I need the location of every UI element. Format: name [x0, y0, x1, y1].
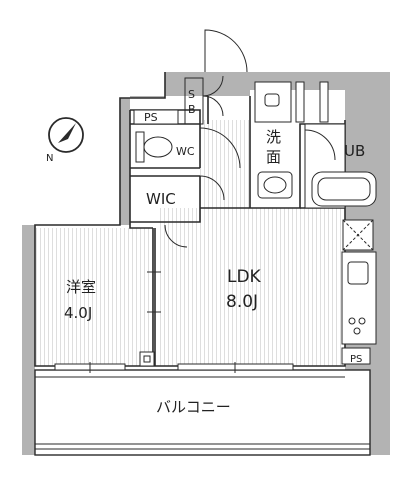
washroom-fixtures [254, 81, 329, 199]
ps-kitchen-label: PS [350, 354, 362, 365]
ldk-name: LDK [227, 267, 262, 287]
balcony-sliding-doors [54, 362, 294, 373]
ub-label: UB [344, 142, 365, 160]
toilet [135, 127, 241, 169]
western-room-size: 4.0J [64, 304, 92, 322]
wic-label: WIC [146, 190, 176, 208]
sb-closet [184, 75, 224, 125]
entrance-door [204, 29, 248, 73]
sb-label-s: S [188, 88, 195, 101]
washroom-label-line2: 面 [266, 148, 281, 166]
kitchen-counter [341, 219, 377, 365]
balcony [34, 369, 371, 456]
ldk-size: 8.0J [226, 292, 258, 312]
washroom-label-line1: 洗 [266, 128, 281, 146]
ps-top-label: PS [144, 111, 158, 124]
floor-hatch [35, 120, 344, 366]
western-room-name: 洋室 [66, 278, 96, 296]
unit-bath [304, 123, 377, 209]
room-labels: 洋室 4.0J LDK 8.0J WIC WC UB 洗 面 PS PS S B… [64, 88, 365, 416]
pillar-box [139, 351, 155, 367]
partition-ticks [147, 271, 161, 313]
balcony-label: バルコニー [156, 398, 231, 416]
wic-door [164, 175, 225, 248]
sb-label-b: B [188, 103, 196, 116]
compass-north-label: N [46, 153, 53, 164]
compass-icon: N [46, 117, 84, 164]
wc-label: WC [176, 145, 195, 158]
ps-top-box [133, 109, 179, 125]
